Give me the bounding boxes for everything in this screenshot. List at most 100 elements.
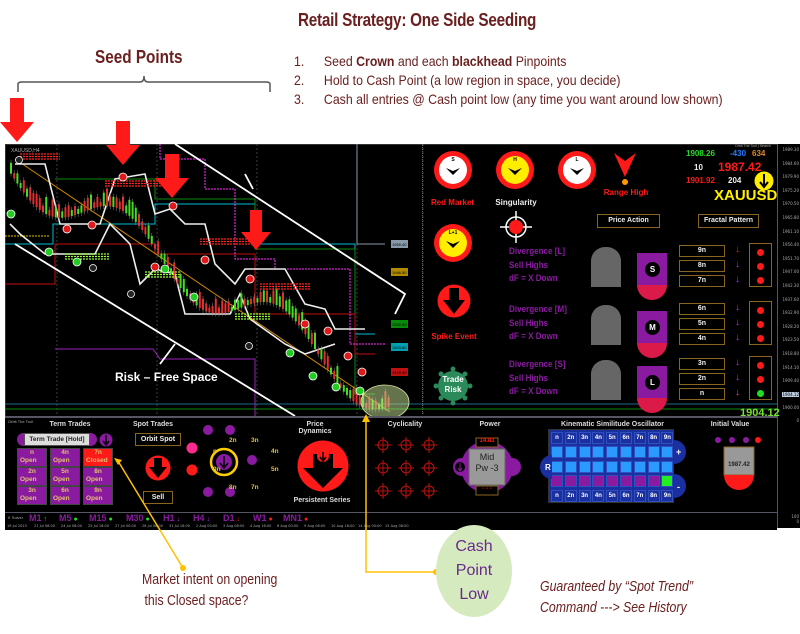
clock-h[interactable]: H — [495, 150, 535, 190]
solver-tag: K Solver — [8, 515, 24, 520]
kso-cell[interactable] — [592, 475, 605, 488]
kso-cell[interactable] — [633, 475, 646, 488]
kso-cell[interactable] — [633, 446, 646, 459]
kso-cell[interactable] — [592, 460, 605, 473]
fractal-pattern-button[interactable]: Fractal Pattern — [698, 214, 759, 228]
timeframe-m30[interactable]: M30● — [126, 513, 150, 523]
kso-header-cell: 8n — [647, 432, 660, 444]
kso-cell[interactable] — [647, 475, 660, 488]
multiplier-box[interactable]: 4n — [679, 333, 725, 345]
term-trade-hold-button[interactable]: Term Trade [Hold] — [24, 433, 90, 446]
kso-plus-button[interactable]: + — [674, 440, 688, 464]
clock-s[interactable]: S — [433, 150, 473, 190]
timeframe-w1[interactable]: W1● — [253, 513, 273, 523]
timeframe-m5[interactable]: M5● — [59, 513, 78, 523]
timeframe-mn1[interactable]: MN1● — [283, 513, 309, 523]
kso-cell[interactable] — [661, 446, 674, 459]
kso-cell[interactable] — [620, 446, 632, 459]
timeframe-d1[interactable]: D1↓ — [223, 513, 241, 523]
candle-body — [99, 201, 102, 207]
kso-cell[interactable] — [606, 475, 619, 488]
kso-cell[interactable] — [606, 446, 619, 459]
kso-cell[interactable] — [564, 475, 577, 488]
kso-cell[interactable] — [661, 460, 674, 473]
candle-body — [134, 207, 137, 223]
multiplier-box[interactable]: 8n — [679, 260, 725, 272]
kso-cell[interactable] — [578, 446, 591, 459]
initial-value-gauge — [715, 437, 761, 490]
multiplier-box[interactable]: n — [679, 388, 725, 400]
clock-l[interactable]: L — [557, 150, 597, 190]
kso-cell[interactable] — [647, 460, 660, 473]
svg-text:H: H — [513, 157, 517, 163]
strategy-title: Retail Strategy: One Side Seeding — [298, 10, 537, 30]
kso-cell[interactable] — [551, 460, 563, 473]
down-arrow-icon — [754, 171, 774, 191]
candle-body — [13, 172, 16, 179]
price-chart[interactable]: XAUUSD,H4 1955.401946.501932.001923.8019… — [5, 144, 777, 416]
kso-cell[interactable] — [647, 446, 660, 459]
status-dot — [757, 362, 764, 369]
kso-cell[interactable] — [551, 446, 563, 459]
kso-cell[interactable] — [578, 475, 591, 488]
timeframe-h4[interactable]: H4↓ — [193, 513, 211, 523]
kso-cell[interactable] — [633, 460, 646, 473]
kso-cell[interactable] — [620, 475, 632, 488]
multiplier-box[interactable]: 7n — [679, 275, 725, 287]
price-tick: 1918.80 — [782, 351, 799, 356]
kso-cell[interactable] — [661, 475, 674, 488]
multiplier-box[interactable]: 6n — [679, 303, 725, 315]
kso-cell[interactable] — [578, 460, 591, 473]
kso-reset-button[interactable]: R — [538, 455, 552, 479]
kso-header-cell: n — [551, 489, 563, 502]
orbit-spot-button[interactable]: Orbit Spot — [135, 433, 181, 446]
candle-body — [166, 256, 169, 270]
candle-body — [240, 293, 243, 308]
timeframe-m15[interactable]: M15● — [89, 513, 113, 523]
cycle-target-icon — [375, 437, 391, 453]
status-dot — [757, 335, 764, 342]
kso-cell[interactable] — [620, 460, 632, 473]
kso-cell[interactable] — [592, 446, 605, 459]
orbit-label: 7n — [251, 484, 259, 491]
term-trade-down-icon[interactable] — [99, 433, 113, 447]
level-label-box — [391, 320, 408, 328]
kso-cell[interactable] — [564, 446, 577, 459]
timeframe-h1[interactable]: H1↓ — [163, 513, 181, 523]
price-tick: 1947.00 — [782, 269, 799, 275]
timeframe-m1[interactable]: M1↑ — [29, 513, 48, 523]
multiplier-box[interactable]: 3n — [679, 358, 725, 370]
stat-value-3: 634 — [752, 149, 766, 158]
kso-cell[interactable] — [606, 460, 619, 473]
seed-points-label: Seed Points — [95, 47, 183, 67]
buy-marker — [6, 209, 16, 219]
multiplier-box[interactable]: 5n — [679, 318, 725, 330]
kso-cell[interactable] — [564, 460, 577, 473]
candle-body — [243, 298, 246, 307]
trend-line — [14, 158, 391, 413]
clock-l-plus-1[interactable]: L+1 — [433, 223, 473, 263]
svg-text:-: - — [677, 482, 680, 492]
trade-risk-icon[interactable] — [432, 365, 474, 407]
svg-text:S: S — [451, 157, 455, 163]
kso-minus-button[interactable]: - — [674, 474, 688, 498]
candle-body — [16, 173, 19, 184]
price-action-button[interactable]: Price Action — [597, 214, 660, 228]
price-tick: 1961.10 — [782, 228, 799, 234]
multiplier-box[interactable]: 2n — [679, 373, 725, 385]
candle-body — [355, 387, 358, 404]
kso-cell[interactable] — [551, 475, 563, 488]
sell-button[interactable]: Sell — [143, 491, 173, 504]
candle-body — [173, 262, 176, 279]
multiplier-box[interactable]: 9n — [679, 245, 725, 257]
